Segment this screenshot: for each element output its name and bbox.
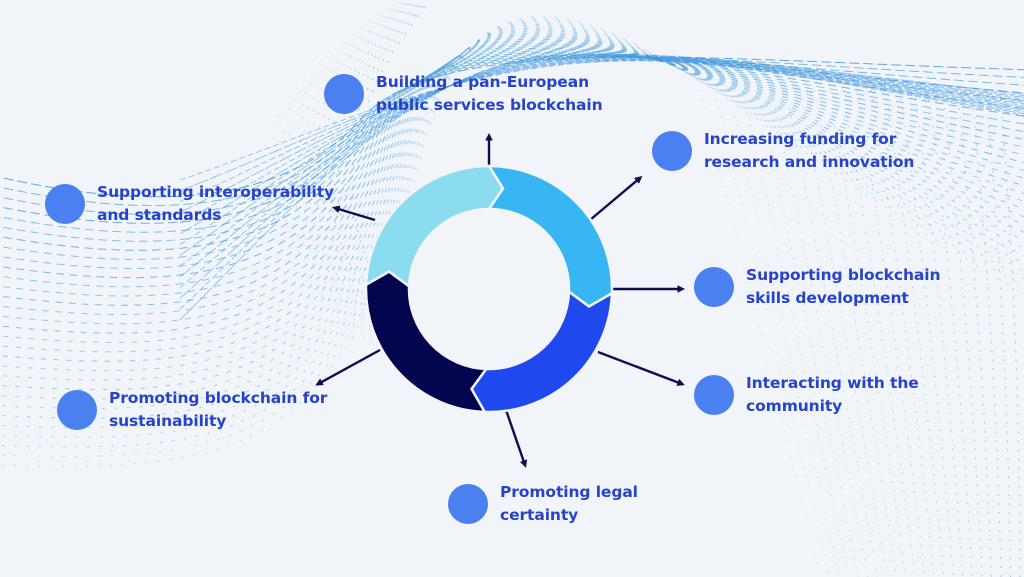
- wave-line: [0, 25, 1024, 409]
- wave-line: [279, 0, 409, 361]
- wave-line: [179, 57, 1024, 256]
- label-line: research and innovation: [704, 153, 915, 171]
- item-label: Supporting blockchain skills development: [746, 264, 941, 310]
- wave-line: [0, 56, 1024, 207]
- item-label: Interacting with the community: [746, 372, 919, 418]
- wave-line: [899, 89, 954, 577]
- arrow-to-sustainability: [315, 348, 381, 386]
- wave-line: [0, 27, 1024, 400]
- label-line: Supporting blockchain: [746, 266, 941, 284]
- cycle-ring: [364, 164, 614, 414]
- label-line: Promoting blockchain for: [109, 389, 328, 407]
- label-line: Supporting interoperability: [97, 183, 335, 201]
- wave-line: [179, 57, 1024, 245]
- label-line: community: [746, 397, 843, 415]
- wave-line: [0, 49, 1024, 269]
- item-label: Promoting legal certainty: [500, 481, 638, 527]
- wave-line: [0, 56, 1024, 198]
- bullet-circle-icon: [694, 375, 734, 415]
- wave-line: [856, 89, 926, 577]
- wave-line: [0, 37, 1024, 343]
- wave-line: [179, 59, 1024, 202]
- wave-line: [870, 89, 935, 577]
- wave-line: [179, 60, 1024, 181]
- wave-line: [179, 55, 1024, 289]
- wave-line: [301, 0, 416, 361]
- wave-line: [0, 44, 1024, 297]
- connector-arrows: [315, 132, 686, 468]
- wave-line: [828, 89, 907, 577]
- item-pan-european-blockchain: Building a pan-European public services …: [324, 71, 603, 117]
- label-line: Increasing funding for: [704, 130, 897, 148]
- wave-line: [0, 20, 1024, 438]
- wave-line: [0, 52, 1024, 242]
- wave-line: [842, 89, 916, 577]
- cycle-segment-top-right: [486, 164, 614, 308]
- wave-line: [179, 55, 1024, 278]
- item-legal-certainty: Promoting legal certainty: [448, 481, 638, 527]
- wave-line: [265, 0, 404, 361]
- wave-line: [0, 22, 1024, 429]
- wave-line: [0, 30, 1024, 381]
- item-label: Building a pan-European public services …: [376, 71, 603, 117]
- item-sustainability: Promoting blockchain for sustainability: [57, 387, 327, 433]
- wave-line: [0, 29, 1024, 390]
- wave-line: [179, 58, 1024, 213]
- item-interoperability: Supporting interoperability and standard…: [45, 181, 334, 227]
- wave-line: [257, 0, 402, 361]
- wave-line: [0, 55, 1024, 215]
- label-line: public services blockchain: [376, 96, 603, 114]
- wave-line: [0, 17, 1024, 457]
- wave-line: [0, 24, 1024, 419]
- item-label: Promoting blockchain for sustainability: [109, 387, 327, 433]
- label-line: Interacting with the: [746, 374, 919, 392]
- cycle-segment-bottom-right: [470, 289, 614, 414]
- cycle-segment-top-left: [364, 164, 505, 289]
- wave-line: [699, 89, 821, 577]
- label-line: Building a pan-European: [376, 73, 590, 91]
- wave-line: [179, 54, 1024, 299]
- wave-line: [0, 19, 1024, 448]
- wave-line: [0, 38, 1024, 334]
- cycle-segment-bottom-left: [364, 270, 489, 414]
- label-line: Promoting legal: [500, 483, 638, 501]
- bullet-circle-icon: [57, 390, 97, 430]
- wave-line: [179, 58, 1024, 235]
- wave-line: [885, 89, 945, 577]
- bullet-circle-icon: [45, 184, 85, 224]
- wave-line: [179, 54, 1024, 310]
- wave-line: [179, 53, 1024, 321]
- wave-line: [344, 0, 430, 361]
- wave-line: [0, 51, 1024, 251]
- bullet-circle-icon: [694, 267, 734, 307]
- label-line: and standards: [97, 206, 222, 224]
- wave-line: [179, 59, 1024, 192]
- wave-line: [0, 46, 1024, 288]
- bullet-circle-icon: [448, 484, 488, 524]
- wave-line: [0, 55, 1024, 224]
- item-label: Supporting interoperability and standard…: [97, 181, 334, 227]
- item-label: Increasing funding for research and inno…: [704, 128, 914, 174]
- item-community: Interacting with the community: [694, 372, 919, 418]
- wave-line: [913, 89, 964, 577]
- arrow-to-interoperability: [332, 205, 376, 222]
- wave-line: [179, 56, 1024, 267]
- arrow-to-funding-research: [589, 176, 643, 221]
- arrow-to-legal-certainty: [504, 409, 528, 468]
- bullet-circle-icon: [652, 131, 692, 171]
- wave-line: [928, 89, 973, 577]
- item-skills-development: Supporting blockchain skills development: [694, 264, 941, 310]
- bullet-circle-icon: [324, 74, 364, 114]
- label-line: certainty: [500, 506, 579, 524]
- item-funding-research: Increasing funding for research and inno…: [652, 128, 914, 174]
- label-line: skills development: [746, 289, 909, 307]
- wave-line: [179, 58, 1024, 224]
- label-line: sustainability: [109, 412, 227, 430]
- arrow-to-community: [597, 350, 685, 386]
